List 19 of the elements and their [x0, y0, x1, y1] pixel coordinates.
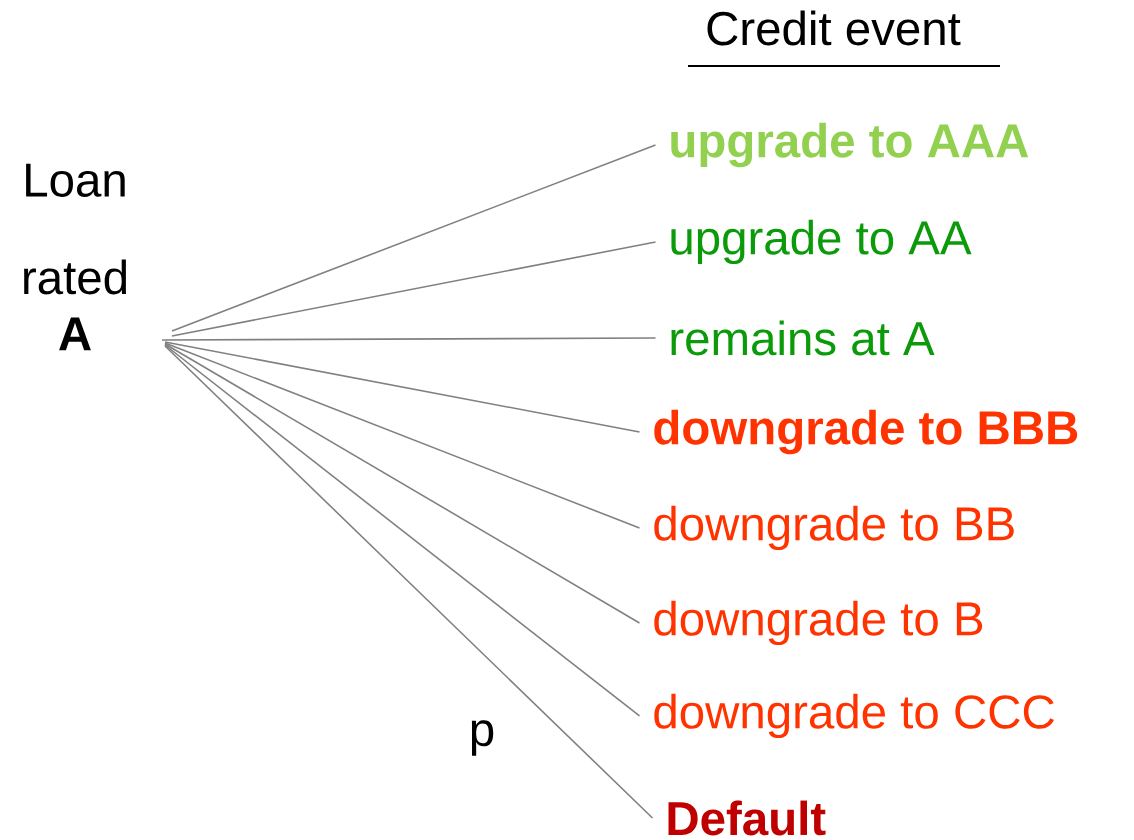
branch-line — [171, 241, 657, 337]
branch-line — [161, 337, 657, 341]
branch-line — [164, 341, 641, 433]
outcome-label: upgrade to AA — [671, 219, 972, 265]
branch-line — [164, 343, 641, 624]
outcome-label: Default — [668, 800, 826, 836]
outcome-label: downgrade to CCC — [654, 693, 1054, 739]
outcome-label: downgrade to B — [654, 600, 983, 646]
outcome-label: downgrade to BBB — [654, 409, 1078, 455]
branch-line — [164, 345, 654, 819]
outcome-label: remains at A — [671, 320, 935, 356]
branch-line — [171, 144, 657, 332]
loan-label: Loan rated A — [24, 163, 127, 351]
outcome-label: downgrade to BB — [654, 505, 1014, 551]
branch-line — [164, 342, 641, 529]
outcome-label: upgrade to AAA — [671, 122, 1029, 168]
branch-line — [164, 344, 641, 717]
probability-label: p — [471, 720, 494, 756]
column-heading: Credit event — [707, 10, 961, 46]
